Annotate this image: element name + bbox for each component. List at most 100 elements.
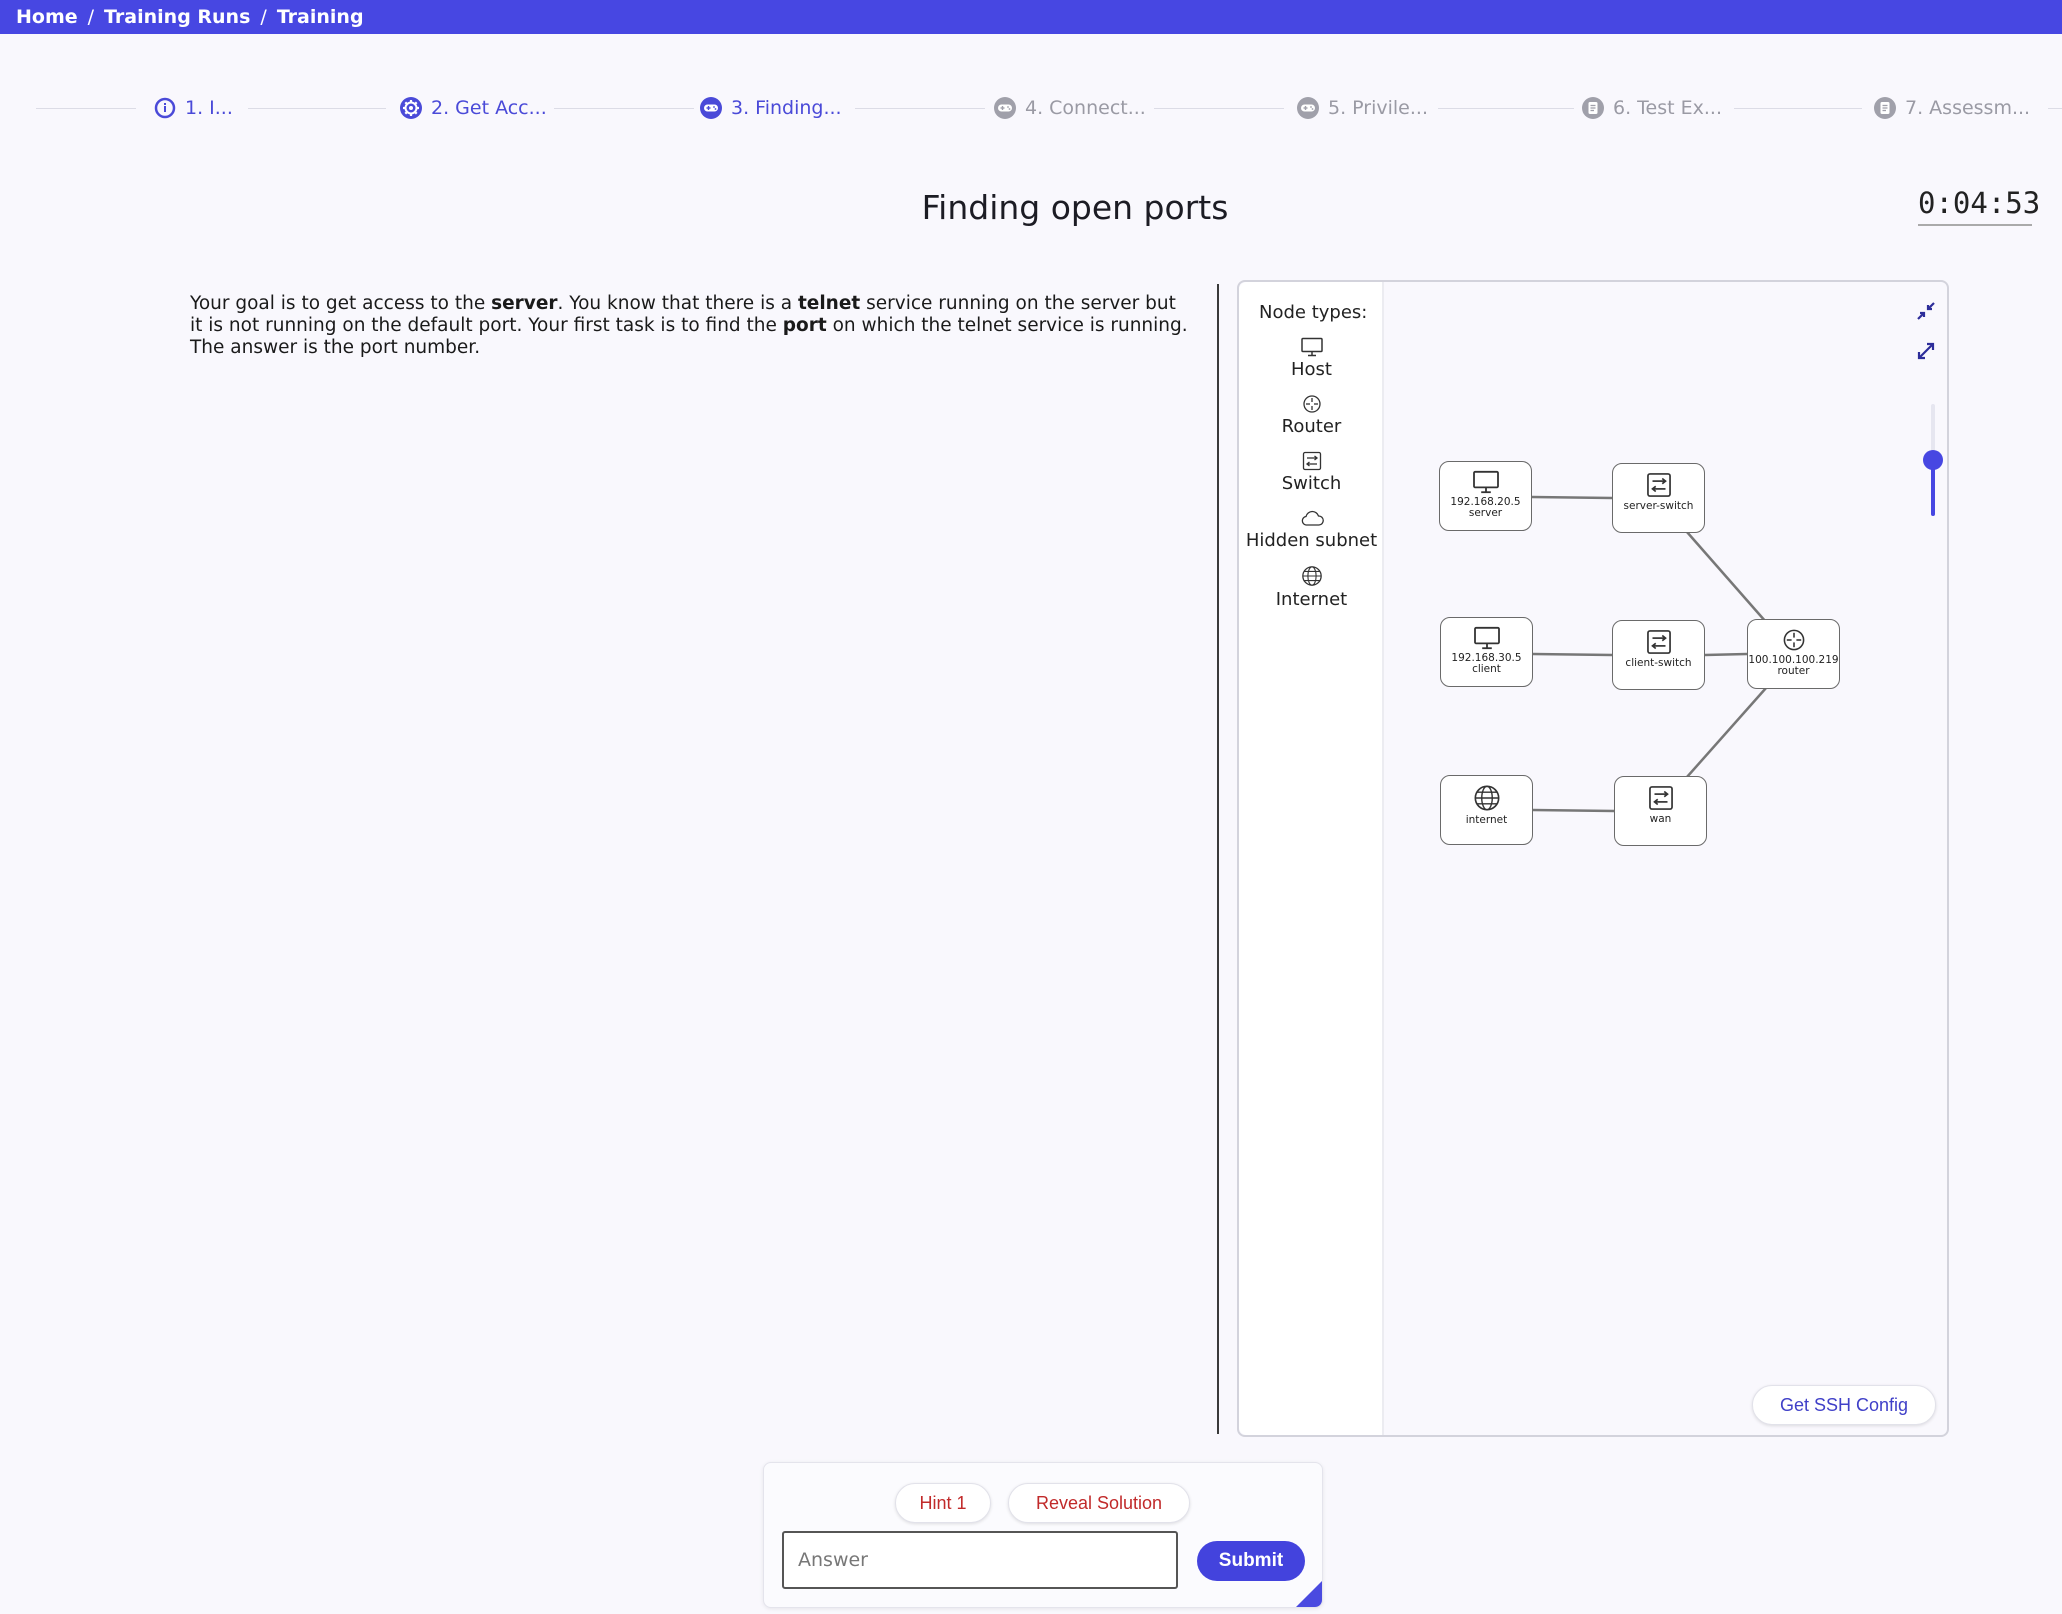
node-label: client-switch xyxy=(1625,657,1692,669)
node-sublabel: server xyxy=(1468,507,1503,519)
step-connector xyxy=(1438,108,1574,109)
legend-item-hidden-subnet: Hidden subnet xyxy=(1239,508,1384,551)
desc-bold: telnet xyxy=(797,293,861,314)
fullscreen-icon[interactable] xyxy=(1912,337,1940,365)
link-serverswitch-router xyxy=(1686,531,1767,623)
step-6[interactable]: 6. Test Ex... xyxy=(1581,90,1722,126)
level-description: Your goal is to get access to the server… xyxy=(190,293,1190,359)
desc-text: Your goal is to get access to the xyxy=(190,293,492,314)
breadcrumb: Home / Training Runs / Training xyxy=(0,0,2062,34)
zoom-slider-thumb[interactable] xyxy=(1923,450,1943,470)
step-connector xyxy=(554,108,694,109)
get-ssh-config-button[interactable]: Get SSH Config xyxy=(1752,1385,1936,1425)
breadcrumb-training[interactable]: Training xyxy=(276,6,364,28)
legend-label: Router xyxy=(1281,416,1342,437)
topology-legend: Node types: Host Router Switch Hidden su… xyxy=(1239,282,1384,1435)
topology-node-router[interactable]: 100.100.100.219 router xyxy=(1747,619,1840,689)
legend-item-host: Host xyxy=(1239,337,1384,380)
level-timer: 0:04:53 xyxy=(1918,186,2040,226)
topology-node-client-switch[interactable]: client-switch xyxy=(1612,620,1705,690)
hint-1-button[interactable]: Hint 1 xyxy=(895,1483,991,1523)
gamepad-icon xyxy=(993,96,1017,120)
panel-resize-divider[interactable] xyxy=(1217,284,1219,1434)
step-connector xyxy=(36,108,136,109)
node-label: server-switch xyxy=(1623,500,1694,512)
zoom-slider[interactable] xyxy=(1923,404,1943,516)
switch-icon xyxy=(1302,451,1321,471)
step-4-label: 4. Connect... xyxy=(1025,97,1146,119)
link-internet-wan xyxy=(1532,808,1615,813)
monitor-icon xyxy=(1472,470,1499,494)
topology-node-server[interactable]: 192.168.20.5 server xyxy=(1439,461,1532,531)
step-connector xyxy=(855,108,985,109)
collapse-icon[interactable] xyxy=(1912,297,1940,325)
node-label: 192.168.30.5 xyxy=(1451,652,1522,664)
step-7[interactable]: 7. Assessm... xyxy=(1873,90,2030,126)
topology-panel: Node types: Host Router Switch Hidden su… xyxy=(1237,280,1949,1437)
switch-icon xyxy=(1646,473,1671,497)
step-5[interactable]: 5. Privile... xyxy=(1296,90,1428,126)
answer-panel: Hint 1 Reveal Solution Submit xyxy=(763,1462,1323,1608)
legend-label: Hidden subnet xyxy=(1245,530,1378,551)
router-icon xyxy=(1783,629,1804,651)
desc-bold: port xyxy=(782,315,827,336)
node-sublabel: router xyxy=(1777,665,1810,677)
desc-text: service running on the server but it is … xyxy=(190,293,1176,336)
breadcrumb-separator: / xyxy=(260,6,267,28)
step-connector xyxy=(1154,108,1284,109)
answer-input[interactable] xyxy=(782,1531,1178,1589)
step-4[interactable]: 4. Connect... xyxy=(993,90,1146,126)
breadcrumb-separator: / xyxy=(87,6,95,28)
level-title: Finding open ports xyxy=(921,188,1229,227)
step-connector xyxy=(1734,108,1862,109)
step-3-label: 3. Finding... xyxy=(731,97,842,119)
breadcrumb-training-runs[interactable]: Training Runs xyxy=(104,6,251,28)
breadcrumb-home[interactable]: Home xyxy=(16,6,78,28)
topology-node-wan[interactable]: wan xyxy=(1614,776,1707,846)
legend-item-internet: Internet xyxy=(1239,565,1384,610)
cloud-icon xyxy=(1301,510,1324,526)
document-icon xyxy=(1581,96,1605,120)
gamepad-icon xyxy=(699,96,723,120)
legend-label: Internet xyxy=(1275,589,1348,610)
topology-node-server-switch[interactable]: server-switch xyxy=(1612,463,1705,533)
gear-icon xyxy=(399,96,423,120)
monitor-icon xyxy=(1300,337,1323,357)
submit-button[interactable]: Submit xyxy=(1197,1541,1305,1581)
legend-item-router: Router xyxy=(1239,394,1384,437)
switch-icon xyxy=(1648,786,1673,810)
legend-title: Node types: xyxy=(1259,302,1368,323)
link-server-serverswitch xyxy=(1531,495,1613,500)
info-icon xyxy=(153,96,177,120)
step-2[interactable]: 2. Get Acc... xyxy=(399,90,547,126)
topology-node-internet[interactable]: internet xyxy=(1440,775,1533,845)
link-router-wan xyxy=(1686,687,1767,778)
desc-text: . You know that there is a xyxy=(557,293,798,314)
step-7-label: 7. Assessm... xyxy=(1905,97,2031,119)
node-label: 192.168.20.5 xyxy=(1450,496,1521,508)
gamepad-icon xyxy=(1296,96,1320,120)
step-3[interactable]: 3. Finding... xyxy=(699,90,842,126)
reveal-solution-button[interactable]: Reveal Solution xyxy=(1008,1483,1190,1523)
link-clientswitch-router xyxy=(1704,652,1748,657)
topology-links xyxy=(1531,495,1767,813)
globe-icon xyxy=(1474,785,1499,811)
step-1[interactable]: 1. I... xyxy=(153,90,233,126)
step-6-label: 6. Test Ex... xyxy=(1613,97,1722,119)
node-label: internet xyxy=(1465,814,1508,826)
level-stepper: 1. I... 2. Get Acc... 3. Finding... 4. C… xyxy=(0,90,2062,126)
link-client-clientswitch xyxy=(1532,652,1613,657)
topology-node-client[interactable]: 192.168.30.5 client xyxy=(1440,617,1533,687)
globe-icon xyxy=(1301,566,1322,586)
switch-icon xyxy=(1646,630,1671,654)
step-connector xyxy=(248,108,386,109)
legend-label: Switch xyxy=(1281,473,1342,494)
resize-handle[interactable] xyxy=(1296,1581,1322,1607)
zoom-slider-fill xyxy=(1931,460,1935,516)
node-label: wan xyxy=(1649,813,1672,825)
monitor-icon xyxy=(1473,626,1500,650)
step-1-label: 1. I... xyxy=(185,97,233,119)
desc-bold: server xyxy=(491,293,558,314)
step-connector xyxy=(2048,108,2062,109)
router-icon xyxy=(1302,395,1321,413)
